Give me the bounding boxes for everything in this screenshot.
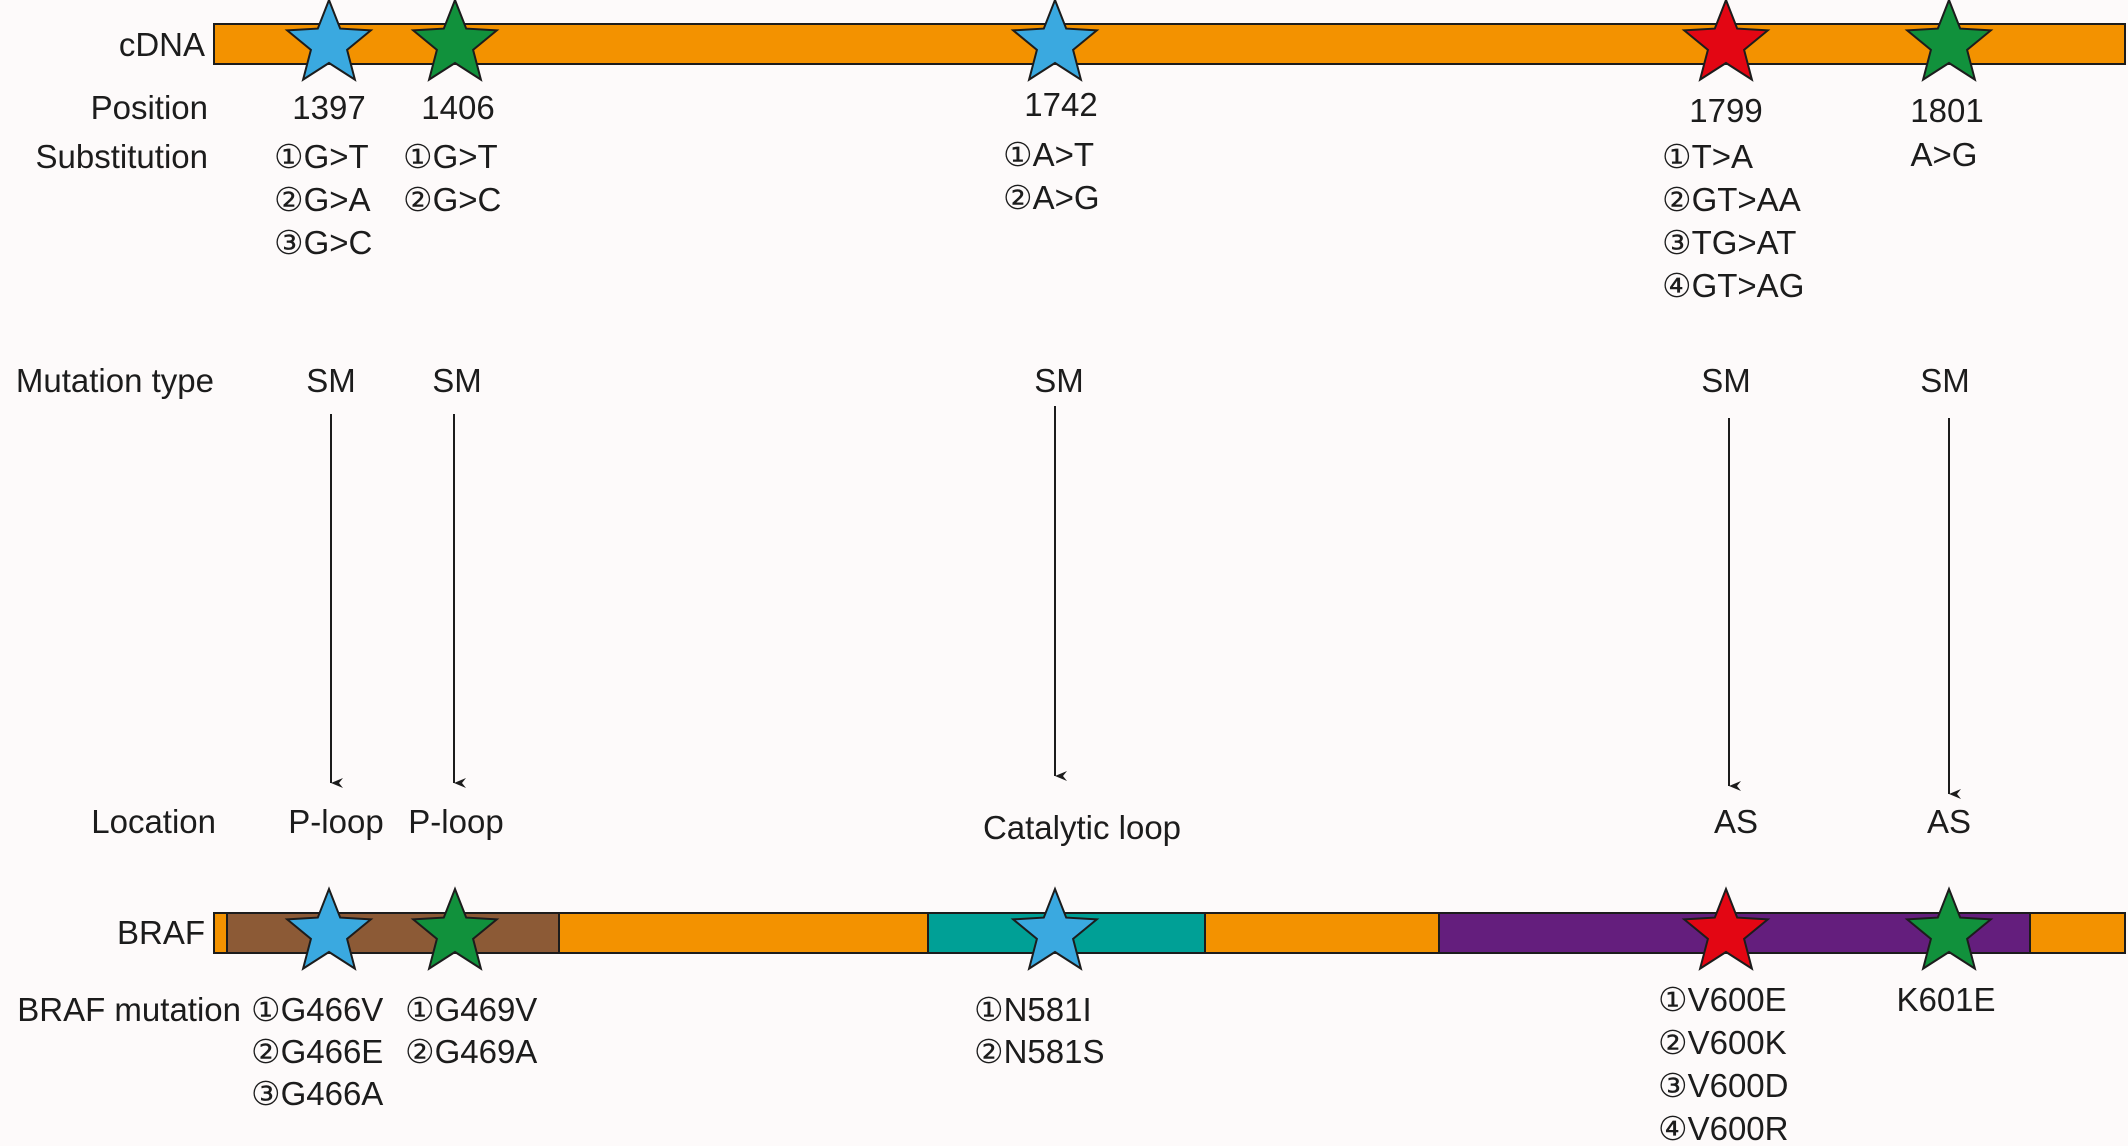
blue-star-icon: [284, 886, 374, 971]
braf-mutation-item: ④V600R: [1658, 1110, 1789, 1146]
substitution-item: ②G>C: [403, 181, 501, 218]
green-star-icon: [410, 0, 500, 82]
mutation-type-label: Mutation type: [16, 362, 214, 399]
red-star-icon: [1681, 0, 1771, 82]
braf-mutation-item: ③G466A: [251, 1075, 383, 1112]
location-value: P-loop: [408, 803, 503, 840]
braf-mutation-item: ①G466V: [251, 991, 383, 1028]
orange-segment: [558, 912, 929, 954]
site-1406: 1406 ①G>T ②G>C SM P-loop ①G469V ②G469A: [403, 0, 537, 1070]
braf-mutation-item: ③V600D: [1658, 1067, 1789, 1104]
position-value: 1742: [1024, 86, 1097, 123]
orange-segment: [213, 912, 228, 954]
green-star-icon: [1904, 0, 1994, 82]
green-star-icon: [410, 886, 500, 971]
p-loop-domain: [226, 912, 560, 954]
orange-segment: [1204, 912, 1440, 954]
position-value: 1799: [1689, 92, 1762, 129]
blue-star-icon: [284, 0, 374, 82]
blue-star-icon: [1010, 886, 1100, 971]
location-value: AS: [1927, 803, 1971, 840]
substitution-item: ①A>T: [1003, 136, 1094, 173]
mutation-sites: 1397 ①G>T ②G>A ③G>C SM P-loop ①G466V ②G466E ③G46…: [251, 0, 1996, 1146]
mutation-type-value: SM: [1034, 362, 1084, 399]
location-label: Location: [91, 803, 216, 840]
location-value: AS: [1714, 803, 1758, 840]
substitution-label: Substitution: [36, 138, 208, 175]
braf-mutation-item: ①G469V: [405, 991, 537, 1028]
braf-mutation-item: ①N581I: [974, 991, 1092, 1028]
substitution-item: ③G>C: [274, 224, 372, 261]
substitution-item: ②GT>AA: [1662, 181, 1801, 218]
green-star-icon: [1904, 886, 1994, 971]
location-value: Catalytic loop: [983, 809, 1181, 846]
site-1799: 1799 ①T>A ②GT>AA ③TG>AT ④GT>AG SM AS ①V600E ②V60…: [1658, 0, 1804, 1146]
braf-mutation-item: ②G466E: [251, 1033, 383, 1070]
braf-mutation-item: ②G469A: [405, 1033, 537, 1070]
braf-mutation-item: ①V600E: [1658, 981, 1787, 1018]
cdna-label: cDNA: [119, 26, 205, 63]
location-value: P-loop: [288, 803, 383, 840]
position-value: 1801: [1910, 92, 1983, 129]
substitution-item: A>G: [1911, 136, 1978, 173]
substitution-item: ①T>A: [1662, 138, 1753, 175]
site-1742: 1742 ①A>T ②A>G SM Catalytic loop ①N581I ②N581S: [974, 0, 1181, 1070]
blue-star-icon: [1010, 0, 1100, 82]
position-value: 1397: [292, 89, 365, 126]
substitution-item: ②G>A: [274, 181, 371, 218]
cdna-bar: [213, 23, 2126, 65]
braf-mutation-item: K601E: [1896, 981, 1995, 1018]
red-star-icon: [1681, 886, 1771, 971]
mutation-type-value: SM: [1920, 362, 1970, 399]
mutation-type-value: SM: [306, 362, 356, 399]
substitution-item: ④GT>AG: [1662, 267, 1804, 304]
site-1397: 1397 ①G>T ②G>A ③G>C SM P-loop ①G466V ②G466E ③G46…: [251, 0, 384, 1112]
substitution-item: ①G>T: [274, 138, 369, 175]
position-value: 1406: [421, 89, 494, 126]
mutation-type-value: SM: [1701, 362, 1751, 399]
orange-segment: [2029, 912, 2126, 954]
braf-mutation-item: ②V600K: [1658, 1024, 1787, 1061]
mutation-type-value: SM: [432, 362, 482, 399]
braf-mutation-item: ②N581S: [974, 1033, 1105, 1070]
substitution-item: ③TG>AT: [1662, 224, 1796, 261]
braf-protein-bar: [213, 912, 2126, 954]
position-label: Position: [91, 89, 208, 126]
substitution-item: ①G>T: [403, 138, 498, 175]
braf-mutation-label: BRAF mutation: [17, 991, 241, 1028]
braf-label: BRAF: [117, 914, 205, 951]
substitution-item: ②A>G: [1003, 179, 1100, 216]
